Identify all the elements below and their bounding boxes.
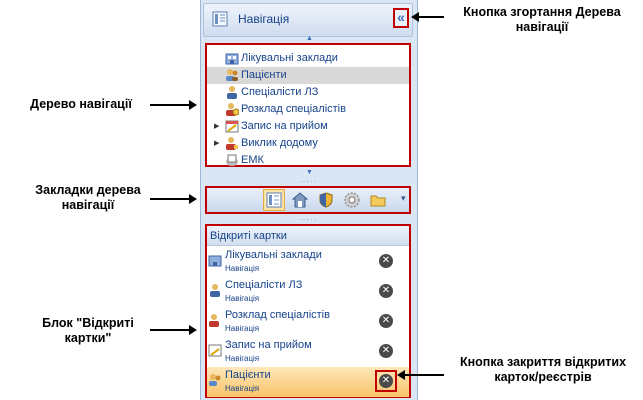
navigation-title: Навігація (238, 12, 290, 26)
collapse-navigation-button[interactable]: « (393, 8, 409, 28)
more-tabs-icon[interactable]: ▾ (401, 193, 406, 203)
close-card-button[interactable]: ✕ (379, 374, 393, 388)
open-card-subtitle: Навігація (225, 384, 260, 393)
close-card-button[interactable]: ✕ (379, 284, 393, 298)
open-card-subtitle: Навігація (225, 294, 260, 303)
patients-icon (225, 68, 239, 87)
annotation-tabs: Закладки дерева навігації (35, 183, 141, 212)
hospital-icon (225, 51, 239, 70)
open-card-active[interactable]: Пацієнти Навігація ✕ (207, 367, 409, 397)
tree-item-label: Розклад спеціалістів (241, 103, 346, 115)
tree-item-emk[interactable]: ЕМК (207, 152, 409, 169)
scroll-down-icon[interactable]: ▼ (306, 169, 313, 176)
specialist-icon (208, 283, 222, 299)
home-call-icon (225, 136, 239, 155)
tree-item-hospitals[interactable]: Лікувальні заклади (207, 50, 409, 67)
tree-item-label: Спеціалісти ЛЗ (241, 86, 319, 98)
expand-icon[interactable]: ▶ (214, 140, 220, 147)
navigation-tab-icon[interactable] (265, 191, 283, 209)
schedule-icon (208, 313, 222, 329)
open-card[interactable]: Розклад спеціалістів Навігація ✕ (207, 307, 409, 337)
open-card[interactable]: Лікувальні заклади Навігація ✕ (207, 247, 409, 277)
annotation-arrow (411, 12, 444, 22)
tree-item-home-call[interactable]: ▶ Виклик додому (207, 135, 409, 152)
navigation-icon (212, 11, 228, 32)
shield-tab-icon[interactable] (317, 191, 335, 209)
open-card[interactable]: Запис на прийом Навігація ✕ (207, 337, 409, 367)
open-card-subtitle: Навігація (225, 264, 260, 273)
annotation-arrow (150, 194, 197, 204)
hospital-icon (208, 253, 222, 269)
open-card-name: Спеціалісти ЛЗ (225, 279, 303, 291)
open-card-name: Запис на прийом (225, 339, 312, 351)
tree-item-patients[interactable]: Пацієнти (207, 67, 409, 84)
close-card-button[interactable]: ✕ (379, 344, 393, 358)
open-cards-title: Відкриті картки (210, 230, 287, 242)
expand-icon[interactable]: ▶ (214, 123, 220, 130)
close-button-highlight (375, 370, 397, 392)
annotation-arrow (150, 100, 197, 110)
tree-item-label: Запис на прийом (241, 120, 328, 132)
specialist-icon (225, 85, 239, 104)
appointment-icon (225, 119, 239, 138)
open-card-name: Пацієнти (225, 369, 271, 381)
tree-item-label: ЕМК (241, 154, 264, 166)
tree-item-label: Пацієнти (241, 69, 287, 81)
open-cards-header: Відкриті картки (207, 226, 409, 246)
home-tab-icon[interactable] (291, 191, 309, 209)
navigation-tree: Лікувальні заклади Пацієнти Спеціалісти … (205, 43, 411, 167)
tree-item-label: Виклик додому (241, 137, 318, 149)
close-card-button[interactable]: ✕ (379, 254, 393, 268)
tree-item-label: Лікувальні заклади (241, 52, 338, 64)
emk-icon (225, 153, 239, 172)
open-cards-block: Відкриті картки Лікувальні заклади Навіг… (205, 224, 411, 398)
tree-item-appointment[interactable]: ▶ Запис на прийом (207, 118, 409, 135)
splitter-grip[interactable]: ····· (299, 215, 318, 224)
annotation-collapse-button: Кнопка згортання Дерева навігації (463, 5, 621, 34)
scroll-up-icon[interactable]: ▲ (306, 35, 313, 42)
schedule-icon (225, 102, 240, 121)
annotation-arrow (150, 325, 197, 335)
splitter-grip[interactable]: ····· (299, 177, 318, 186)
annotation-tree: Дерево навігації (30, 97, 132, 111)
tree-item-schedule[interactable]: Розклад спеціалістів (207, 101, 409, 118)
patients-icon (208, 373, 222, 389)
annotation-close-button: Кнопка закриття відкритих карток/реєстрі… (459, 355, 627, 384)
folder-tab-icon[interactable] (369, 191, 387, 209)
settings-tab-icon[interactable] (343, 191, 361, 209)
appointment-icon (208, 343, 222, 359)
annotation-arrow (397, 370, 444, 380)
open-card[interactable]: Спеціалісти ЛЗ Навігація ✕ (207, 277, 409, 307)
open-card-subtitle: Навігація (225, 324, 260, 333)
navigation-tabs: ▾ (205, 186, 411, 214)
tree-item-specialists[interactable]: Спеціалісти ЛЗ (207, 84, 409, 101)
open-card-name: Лікувальні заклади (225, 249, 322, 261)
close-card-button[interactable]: ✕ (379, 314, 393, 328)
open-card-subtitle: Навігація (225, 354, 260, 363)
open-card-name: Розклад спеціалістів (225, 309, 330, 321)
annotation-open-cards: Блок "Відкриті картки" (42, 316, 134, 345)
navigation-header: Навігація (203, 3, 413, 37)
